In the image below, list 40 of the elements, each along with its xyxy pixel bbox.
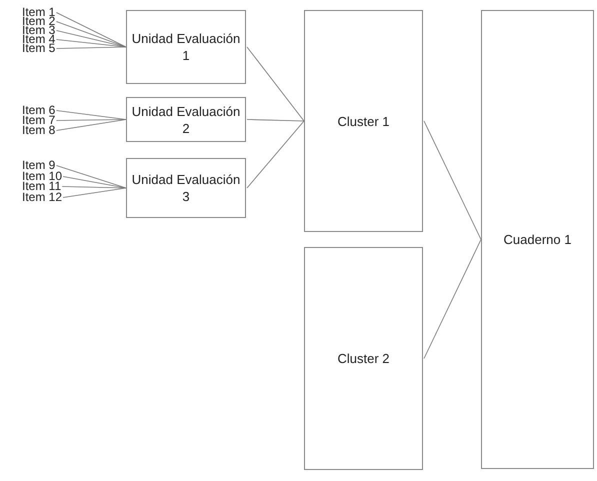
box-label: Unidad Evaluación 1 (130, 30, 242, 64)
connector-line (56, 119, 126, 121)
connector-line (56, 46, 126, 49)
item-label: Item 9 (22, 160, 56, 171)
item-label: Item 7 (22, 115, 56, 126)
connector-line (56, 165, 126, 188)
connector-line (62, 186, 126, 188)
item-label: Item 2 (22, 16, 56, 27)
item-label: Item 8 (22, 125, 56, 136)
process-box (481, 10, 594, 469)
item-label: Item 11 (22, 181, 62, 192)
item-label: Item 4 (22, 34, 56, 45)
connector-line (246, 120, 304, 188)
item-label: Item 5 (22, 43, 56, 54)
connector-line (424, 239, 482, 359)
connector-line (56, 12, 126, 48)
box-label: Unidad Evaluación 2 (130, 102, 242, 136)
connector-line (56, 21, 126, 48)
connector-line (56, 119, 126, 131)
connector-line (424, 120, 482, 240)
connector-line (56, 30, 126, 48)
process-box (126, 10, 246, 84)
connector-line (56, 110, 126, 120)
connector-line (246, 46, 304, 122)
item-label: Item 3 (22, 25, 56, 36)
item-label: Item 12 (22, 192, 62, 203)
connector-line (62, 188, 126, 198)
box-label: Cluster 1 (336, 112, 391, 130)
item-label: Item 1 (22, 7, 56, 18)
item-label: Item 6 (22, 105, 56, 116)
process-box (304, 10, 423, 232)
process-box (126, 97, 246, 142)
box-label: Cuaderno 1 (502, 231, 572, 248)
process-box (304, 247, 423, 470)
box-label: Cluster 2 (336, 350, 391, 367)
item-label: Item 10 (22, 171, 62, 182)
box-label: Unidad Evaluación 3 (130, 171, 242, 205)
connector-line (246, 119, 304, 122)
connector-line (62, 176, 126, 188)
process-box (126, 158, 246, 218)
